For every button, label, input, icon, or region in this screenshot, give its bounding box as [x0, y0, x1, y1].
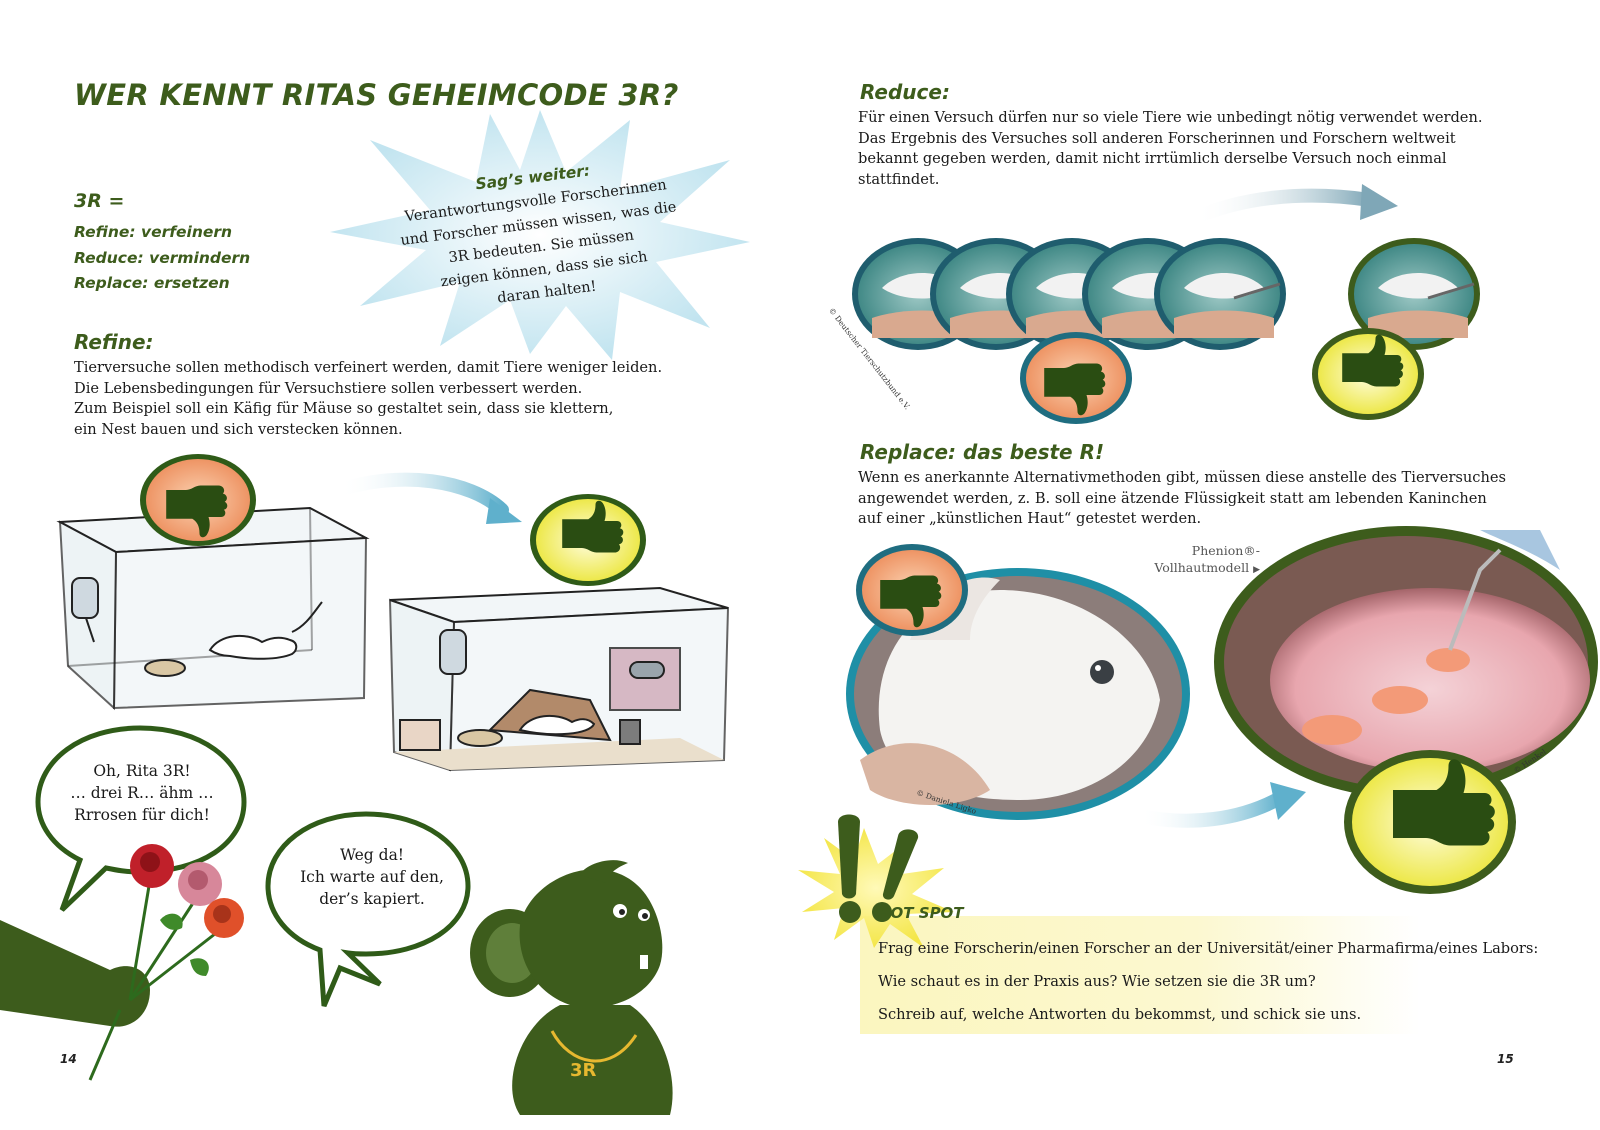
hotspot-exclamation-icon: [798, 814, 954, 948]
page-number: 15: [1497, 1052, 1514, 1066]
refine-line: Tierversuche sollen methodisch verfeiner…: [74, 359, 663, 376]
refine-line: Zum Beispiel soll ein Käfig für Mäuse so…: [74, 400, 614, 417]
starburst-callout-shape: [330, 110, 750, 360]
hand-with-roses-icon: [0, 844, 244, 1081]
threer-item: Reduce: vermindern: [74, 248, 251, 267]
enriched-cage-icon: [388, 586, 730, 772]
thumb-down-badge: [140, 454, 256, 546]
rat-rita-icon: [470, 860, 673, 1115]
refine-line: ein Nest bauen und sich verstecken könne…: [74, 420, 403, 438]
reduce-line: bekannt gegeben werden, damit nicht irrt…: [858, 150, 1447, 167]
bubble-line: der’s kapiert.: [319, 890, 425, 908]
replace-paragraph: Wenn es anerkannte Alternativmethoden gi…: [858, 468, 1506, 530]
left-page: WER KENNT RITAS GEHEIMCODE 3R? Sag’s wei…: [0, 78, 750, 1115]
caption-line: Phenion®-: [1191, 543, 1260, 558]
necklace-label: 3R: [570, 1060, 597, 1081]
bare-cage-icon: [56, 506, 370, 711]
hotspot-paragraph: Frag eine Forscherin/einen Forscher an d…: [878, 932, 1538, 1031]
arrow-icon: [1188, 188, 1377, 225]
threer-list: Refine: verfeinern Reduce: vermindern Re…: [74, 220, 250, 297]
threer-heading: 3R =: [74, 190, 125, 212]
caption-line: Vollhautmodell: [1154, 560, 1250, 575]
threer-item: Refine: verfeinern: [74, 223, 233, 241]
replace-line: Wenn es anerkannte Alternativmethoden gi…: [858, 469, 1507, 486]
arrow-head-icon: [486, 498, 522, 524]
page-number: 14: [60, 1052, 77, 1066]
cage-illustrations: [56, 454, 730, 772]
arrow-head-icon: [1360, 184, 1398, 220]
thumb-up-badge: [1312, 328, 1424, 420]
speech-bubble-2-shape: [265, 811, 471, 1007]
bubble-line: Ich warte auf den,: [300, 868, 444, 886]
reduce-line: stattfindet.: [858, 170, 940, 188]
caption-pointer-icon: ▶: [1253, 565, 1260, 575]
arrow-head-icon: [1270, 782, 1306, 820]
thumb-down-badge: [1020, 332, 1132, 424]
reduce-heading: Reduce:: [860, 80, 950, 104]
speech-bubble-2: Weg da! Ich warte auf den, der’s kapiert…: [284, 844, 460, 910]
refine-paragraph: Tierversuche sollen methodisch verfeiner…: [74, 358, 662, 440]
thumb-up-large-badge: [1344, 750, 1516, 894]
hotspot-line: Schreib auf, welche Antworten du bekomms…: [878, 1006, 1362, 1023]
skin-model-photo: [1214, 526, 1598, 798]
hotspot-heading: HOT SPOT: [878, 904, 964, 922]
skin-model-caption: Phenion®- Vollhautmodell ▶: [1140, 542, 1260, 579]
thumb-up-badge: [530, 494, 646, 586]
reduce-line: Für einen Versuch dürfen nur so viele Ti…: [858, 109, 1483, 126]
hotspot-box: [860, 916, 1420, 1034]
replace-heading: Replace: das beste R!: [860, 440, 1105, 464]
speech-bubble-1-shape: [35, 725, 247, 912]
hotspot-line: Frag eine Forscherin/einen Forscher an d…: [878, 940, 1539, 957]
replace-line: angewendet werden, z. B. soll eine ätzen…: [858, 489, 1487, 507]
threer-item: Replace: ersetzen: [74, 274, 230, 292]
right-page: Reduce: Für einen Versuch dürfen nur so …: [798, 0, 1600, 1130]
speech-bubble-1: Oh, Rita 3R! … drei R… ähm … Rrrosen für…: [62, 760, 222, 826]
reduce-line: Das Ergebnis des Versuches soll anderen …: [858, 129, 1456, 147]
mouse-photo-row: [852, 238, 1480, 350]
refine-line: Die Lebensbedingungen für Versuchstiere …: [74, 379, 583, 397]
reduce-paragraph: Für einen Versuch dürfen nur so viele Ti…: [858, 108, 1482, 190]
bubble-line: Oh, Rita 3R!: [93, 762, 191, 780]
reduce-illustration: [852, 184, 1480, 424]
bubble-line: Weg da!: [339, 846, 405, 864]
replace-line: auf einer „künstlichen Haut“ getestet we…: [858, 510, 1202, 527]
replace-illustration: [846, 526, 1598, 894]
thumb-down-badge: [856, 544, 968, 636]
hotspot-line: Wie schaut es in der Praxis aus? Wie set…: [878, 973, 1316, 990]
refine-heading: Refine:: [74, 330, 154, 354]
arrow-icon: [1133, 791, 1287, 828]
arrow-icon: [333, 472, 509, 517]
bubble-line: Rrrosen für dich!: [74, 806, 210, 824]
rabbit-photo: [846, 568, 1190, 820]
page-title: WER KENNT RITAS GEHEIMCODE 3R?: [74, 78, 679, 112]
bubble-line: … drei R… ähm …: [70, 784, 214, 802]
